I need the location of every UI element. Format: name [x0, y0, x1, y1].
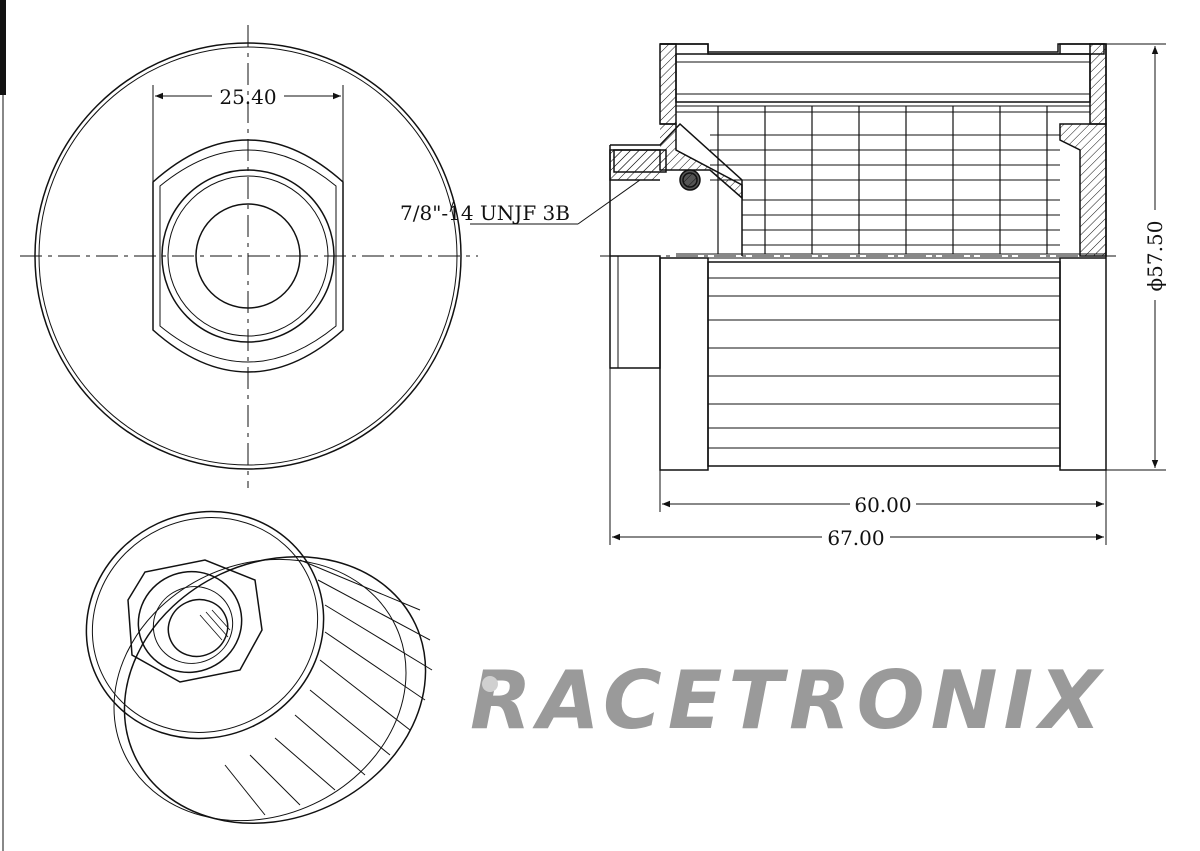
hex-fitting-inner: [159, 149, 337, 363]
dim-thread-callout: 7/8"-14 UNJF 3B: [400, 201, 570, 225]
iso-hex-ring: [137, 570, 243, 674]
thread-leader-tick: [449, 199, 455, 213]
logo-text: RACETRONIX: [470, 654, 1107, 747]
dim-body-length: 60.00: [854, 493, 911, 517]
iso-body-ribs: [224, 559, 433, 816]
isometric-view: [85, 510, 433, 824]
dim-overall-length: 67.00: [827, 526, 884, 550]
lower-cage-ribs: [708, 277, 1060, 449]
dim-outer-diameter: ϕ57.50: [1143, 221, 1167, 292]
dim-hex-across-flats: 25.40: [219, 85, 276, 109]
iso-hex-fitting: [127, 559, 263, 683]
iso-end-cap: [85, 510, 325, 740]
iso-body-back: [123, 556, 427, 824]
lower-cage: [707, 261, 1061, 467]
left-cap-hatch: [659, 43, 677, 125]
lower-left-band: [659, 257, 709, 471]
right-wall-hatch: [1059, 123, 1107, 257]
side-view: [470, 43, 1166, 545]
page-edge-mark: [0, 0, 6, 95]
racetronix-logo: RACETRONIX: [470, 654, 1107, 747]
body-outline-right: [660, 43, 1107, 471]
port-thread-hatch: [613, 149, 667, 173]
end-view: [20, 25, 478, 488]
hex-fitting-outline: [152, 139, 344, 373]
top-end-plate: [675, 53, 1091, 103]
right-cap-hatch: [1089, 43, 1107, 125]
logo-dot: [482, 676, 498, 692]
thread-leader: [577, 179, 641, 225]
